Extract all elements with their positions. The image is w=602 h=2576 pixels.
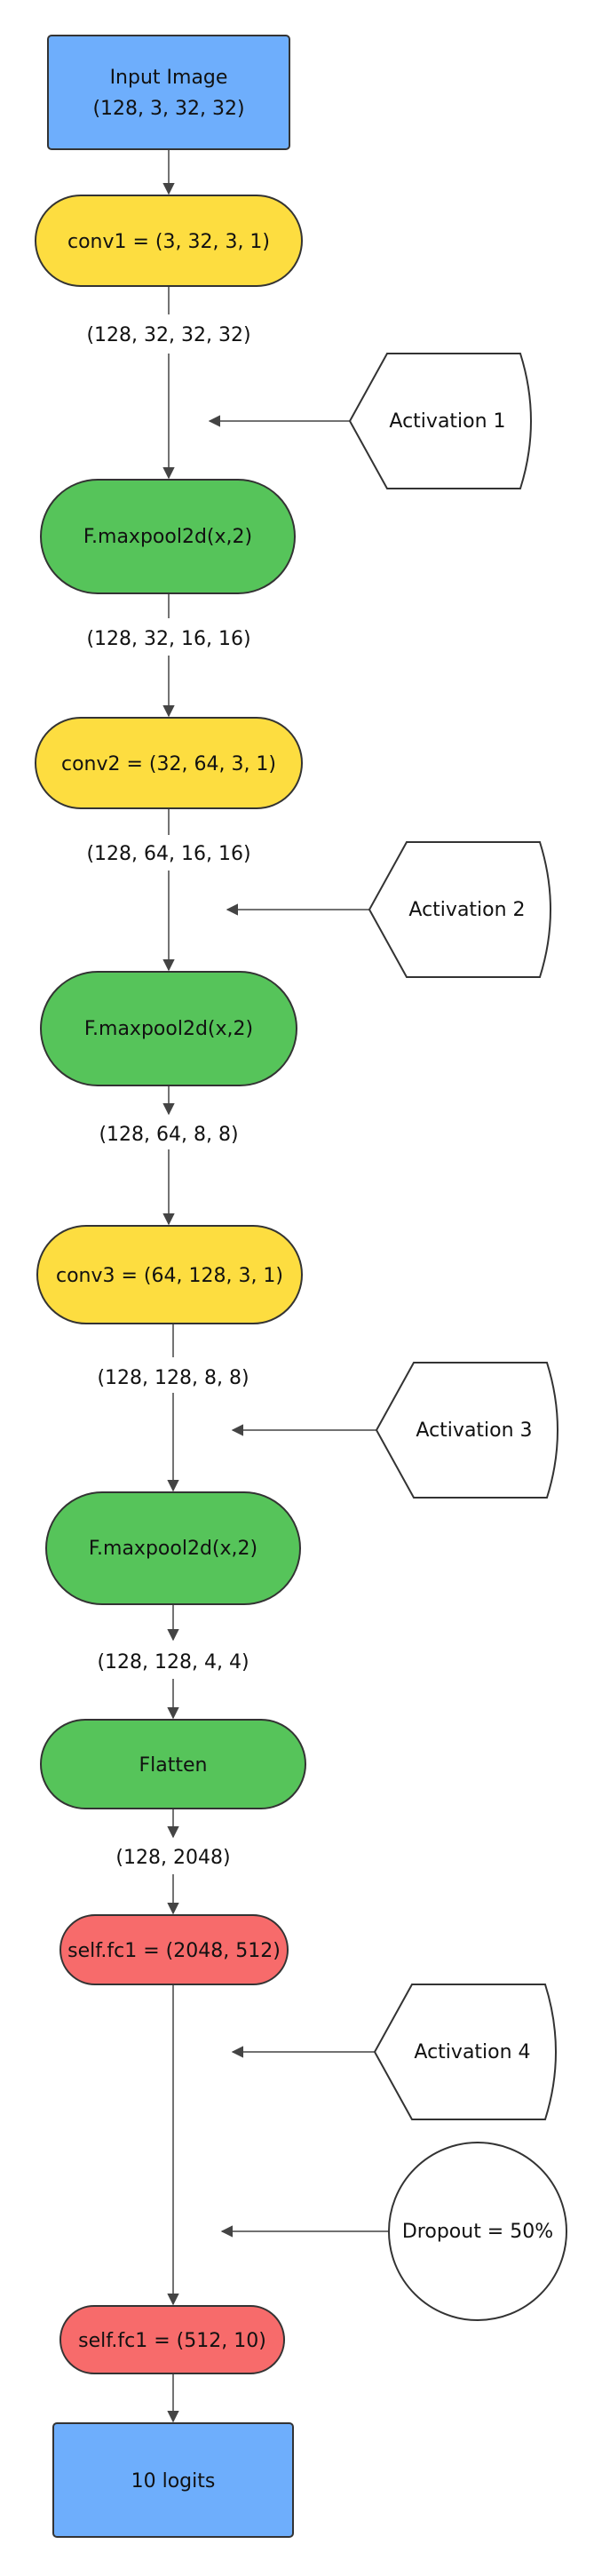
shape-mask — [85, 320, 252, 348]
pool2-node: F.maxpool2d(x,2) — [40, 971, 297, 1086]
activation1-shape — [348, 353, 532, 489]
side-connectors — [208, 415, 389, 2238]
input-shape-label: (128, 3, 32, 32) — [92, 98, 244, 120]
shape-after-flatten: (128, 2048) — [115, 1847, 230, 1869]
input-label: Input Image — [110, 67, 228, 89]
shape-mask — [115, 1842, 231, 1871]
dropout-node: Dropout = 50% — [388, 2142, 567, 2321]
conv3-box — [36, 1225, 303, 1324]
activation4-shape — [373, 1984, 557, 2120]
shape-after-conv1: (128, 32, 32, 32) — [86, 324, 250, 346]
shape-mask — [98, 1119, 240, 1148]
conv1-node: conv1 = (3, 32, 3, 1) — [35, 195, 303, 287]
pool1-node: F.maxpool2d(x,2) — [40, 479, 296, 594]
dropout-circle — [388, 2142, 567, 2321]
shape-mask — [98, 1647, 249, 1675]
activation3-label: Activation 3 — [416, 1419, 532, 1442]
activation1-label: Activation 1 — [389, 410, 505, 433]
conv2-node: conv2 = (32, 64, 3, 1) — [35, 717, 303, 809]
conv3-node: conv3 = (64, 128, 3, 1) — [36, 1225, 303, 1324]
input-box — [47, 35, 290, 150]
conv1-box — [35, 195, 303, 287]
activation2-label: Activation 2 — [408, 899, 525, 921]
conv2-box — [35, 717, 303, 809]
fc2-node: self.fc1 = (512, 10) — [59, 2305, 285, 2374]
fc2-box — [59, 2305, 285, 2374]
flatten-node: Flatten — [40, 1719, 306, 1809]
fc1-box — [59, 1914, 289, 1985]
activation3-shape — [375, 1362, 558, 1499]
pool1-box — [40, 479, 296, 594]
conv2-label: conv2 = (32, 64, 3, 1) — [61, 753, 276, 775]
main-connectors — [162, 149, 179, 2423]
fc1-label: self.fc1 = (2048, 512) — [67, 1940, 281, 1962]
pool2-label: F.maxpool2d(x,2) — [84, 1018, 253, 1040]
activation3-node: Activation 3 — [375, 1362, 558, 1499]
dropout-label: Dropout = 50% — [402, 2221, 553, 2243]
activation1-node: Activation 1 — [348, 353, 532, 489]
activation4-label: Activation 4 — [414, 2041, 530, 2063]
shape-labels: (128, 32, 32, 32) (128, 32, 16, 16) (128… — [85, 320, 252, 1871]
activation2-node: Activation 2 — [368, 841, 551, 978]
activation4-node: Activation 4 — [373, 1984, 557, 2120]
shape-mask — [94, 1363, 252, 1391]
input-node: Input Image (128, 3, 32, 32) — [47, 35, 290, 150]
fc2-label: self.fc1 = (512, 10) — [78, 2330, 266, 2352]
pool3-box — [45, 1491, 301, 1605]
output-label: 10 logits — [131, 2470, 216, 2493]
shape-mask — [87, 624, 250, 652]
flatten-box — [40, 1719, 306, 1809]
flatten-label: Flatten — [139, 1754, 208, 1777]
output-box — [52, 2422, 294, 2538]
conv1-label: conv1 = (3, 32, 3, 1) — [67, 231, 270, 253]
activation2-shape — [368, 841, 551, 978]
output-node: 10 logits — [52, 2422, 294, 2538]
shape-after-conv2: (128, 64, 16, 16) — [86, 843, 250, 865]
shape-mask — [87, 839, 250, 867]
shape-after-pool1: (128, 32, 16, 16) — [86, 628, 250, 650]
shape-after-pool2: (128, 64, 8, 8) — [99, 1124, 238, 1146]
shape-after-pool3: (128, 128, 4, 4) — [97, 1651, 249, 1674]
fc1-node: self.fc1 = (2048, 512) — [59, 1914, 289, 1985]
shape-after-conv3: (128, 128, 8, 8) — [97, 1367, 249, 1389]
pool3-label: F.maxpool2d(x,2) — [89, 1538, 257, 1560]
pool2-box — [40, 971, 297, 1086]
pool3-node: F.maxpool2d(x,2) — [45, 1491, 301, 1605]
pool1-label: F.maxpool2d(x,2) — [83, 526, 252, 548]
conv3-label: conv3 = (64, 128, 3, 1) — [56, 1265, 283, 1287]
